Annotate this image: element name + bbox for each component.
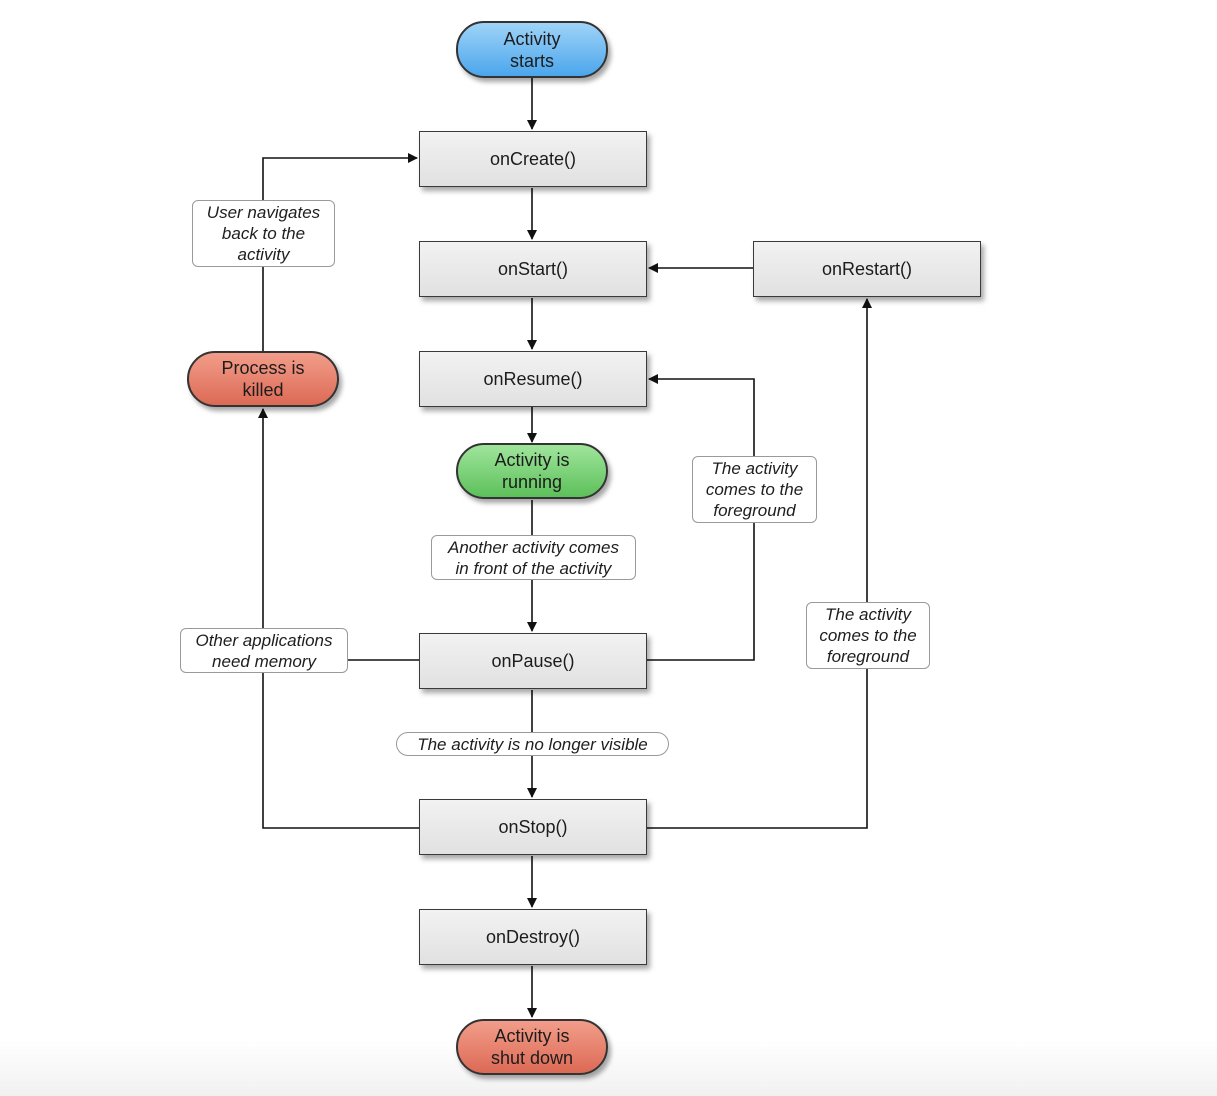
label-comes-to-foreground-restart: The activity comes to the foreground — [806, 602, 930, 669]
process-killed-node: Process is killed — [187, 351, 339, 407]
onpause-node: onPause() — [419, 633, 647, 689]
label-another-activity: Another activity comes in front of the a… — [431, 535, 636, 580]
bottom-fade — [0, 1040, 1217, 1096]
edge-killed-to-oncreate — [262, 153, 418, 351]
label-no-longer-visible: The activity is no longer visible — [396, 732, 669, 756]
edge-onstop-to-killed — [258, 408, 420, 829]
activity-starts-node: Activity starts — [456, 21, 608, 78]
activity-shut-down-node: Activity is shut down — [456, 1019, 608, 1075]
label-user-navigates-back: User navigates back to the activity — [192, 200, 335, 267]
edge-onstop-to-onrestart — [646, 298, 872, 829]
label-comes-to-foreground-resume: The activity comes to the foreground — [692, 456, 817, 523]
ondestroy-node: onDestroy() — [419, 909, 647, 965]
onstart-node: onStart() — [419, 241, 647, 297]
onrestart-node: onRestart() — [753, 241, 981, 297]
label-other-apps-need-memory: Other applications need memory — [180, 628, 348, 673]
oncreate-node: onCreate() — [419, 131, 647, 187]
activity-running-node: Activity is running — [456, 443, 608, 499]
onresume-node: onResume() — [419, 351, 647, 407]
onstop-node: onStop() — [419, 799, 647, 855]
